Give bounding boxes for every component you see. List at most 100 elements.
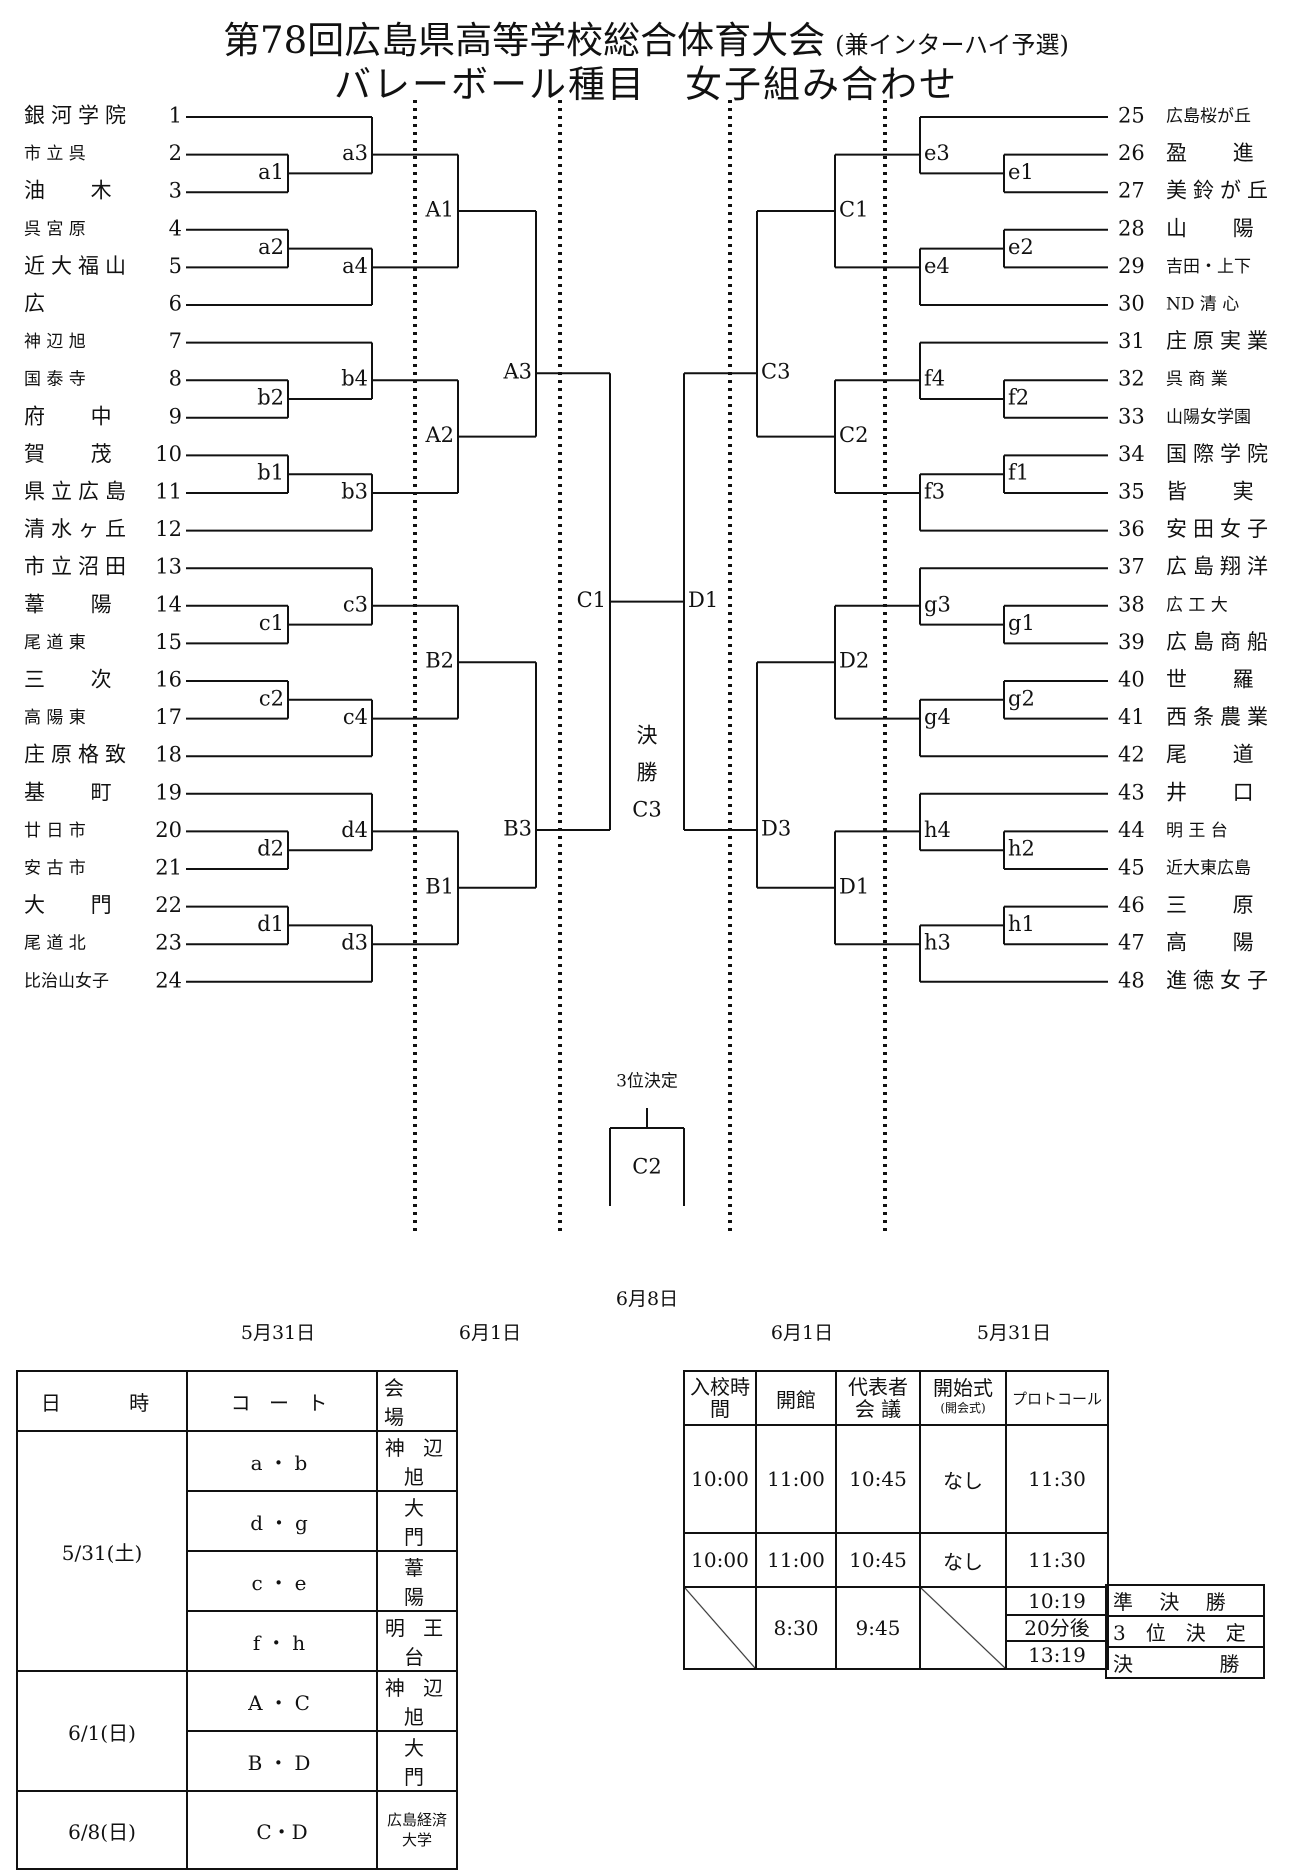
day1-court: a・b xyxy=(186,1430,378,1492)
team-name: 比治山女子 xyxy=(24,971,109,991)
match-label: h4 xyxy=(924,818,951,842)
match-label: h3 xyxy=(924,931,951,955)
date-label: 6月1日 xyxy=(771,1322,833,1344)
day3-open: 8:30 xyxy=(755,1586,837,1670)
seed-number: 8 xyxy=(169,367,182,391)
seed-number: 32 xyxy=(1118,367,1145,391)
seed-number: 4 xyxy=(169,216,182,240)
match-label: e2 xyxy=(1008,235,1034,259)
team-name: 尾 道 xyxy=(1166,743,1260,767)
header-entry: 入校時間 xyxy=(683,1370,757,1426)
team-name: 進徳女子 xyxy=(1166,968,1274,992)
day3-date: 6/8(日) xyxy=(16,1790,188,1870)
header-open: 開館 xyxy=(755,1370,837,1426)
seed-number: 15 xyxy=(155,630,182,654)
date-label: 5月31日 xyxy=(977,1322,1051,1344)
team-name: 賀 茂 xyxy=(24,442,118,466)
day2-date: 6/1(日) xyxy=(16,1670,188,1792)
header-court: コ ー ト xyxy=(186,1370,378,1432)
match-label: B3 xyxy=(503,817,532,841)
match-label: h2 xyxy=(1008,837,1035,861)
team-name: 近大東広島 xyxy=(1166,859,1251,879)
ceremony-label: 開始式 xyxy=(933,1376,993,1400)
team-name: 盈 進 xyxy=(1166,141,1260,165)
day2-open: 11:00 xyxy=(755,1532,837,1588)
final-time: 13:19 xyxy=(1028,1643,1086,1667)
seed-number: 43 xyxy=(1118,780,1145,804)
day3-finals-times: 10:19 20分後 13:19 xyxy=(1005,1586,1109,1670)
team-name: 西条農業 xyxy=(1166,705,1274,729)
day1-entry: 10:00 xyxy=(683,1424,757,1534)
match-label: f3 xyxy=(924,480,945,504)
match-label: g4 xyxy=(924,705,951,729)
team-name: 山 陽 xyxy=(1166,216,1260,240)
date-label: 5月31日 xyxy=(241,1322,315,1344)
third-place-title: 3位決定 xyxy=(616,1072,678,1092)
team-name: 高 陽 東 xyxy=(24,708,86,728)
team-name: 世 羅 xyxy=(1166,668,1260,692)
team-name: 三 次 xyxy=(24,668,118,692)
team-name: 安 古 市 xyxy=(24,859,86,879)
day2-venue: 大 門 xyxy=(376,1730,462,1792)
team-name: 銀河学院 xyxy=(24,104,132,128)
match-label: D1 xyxy=(688,588,718,612)
team-name: 国際学院 xyxy=(1166,442,1274,466)
team-name: 山陽女学園 xyxy=(1166,407,1251,427)
seed-number: 3 xyxy=(169,179,182,203)
team-name: 基 町 xyxy=(24,780,118,804)
day1-open: 11:00 xyxy=(755,1424,837,1534)
team-name: 広 工 大 xyxy=(1166,595,1228,615)
match-label: A1 xyxy=(424,198,454,222)
match-label: d1 xyxy=(257,912,284,936)
day1-date: 5/31(土) xyxy=(16,1430,188,1672)
day3-rep: 9:45 xyxy=(835,1586,921,1670)
team-name: 近大福山 xyxy=(24,254,132,278)
seed-number: 5 xyxy=(169,254,182,278)
team-name: 廿 日 市 xyxy=(24,821,86,841)
date-label: 6月8日 xyxy=(616,1288,678,1310)
ceremony-sub: (開会式) xyxy=(940,1401,986,1415)
seed-number: 46 xyxy=(1118,893,1145,917)
schedule-table-times: 入校時間 開館 代表者会 議 開始式 (開会式) プロトコール 10:00 11… xyxy=(683,1370,1109,1670)
seed-number: 25 xyxy=(1118,104,1145,128)
seed-number: 45 xyxy=(1118,856,1145,880)
match-label: A3 xyxy=(502,360,532,384)
team-name: 井 口 xyxy=(1166,780,1260,804)
match-label: g2 xyxy=(1008,686,1035,710)
final-label: C3 xyxy=(632,798,661,822)
header-ceremony: 開始式 (開会式) xyxy=(919,1370,1007,1426)
seed-number: 21 xyxy=(155,856,182,880)
match-label: c1 xyxy=(259,611,284,635)
team-name: 尾 道 北 xyxy=(24,934,86,954)
schedule-table-venue: 日 時 コ ー ト 会 場 5/31(土) a・b 神 辺 旭 d・g 大 門 … xyxy=(16,1370,462,1870)
match-label: B2 xyxy=(425,649,454,673)
match-label: c4 xyxy=(343,705,368,729)
day2-court: B・D xyxy=(186,1730,378,1792)
match-label: c3 xyxy=(343,592,368,616)
day2-rep: 10:45 xyxy=(835,1532,921,1588)
header-date: 日 時 xyxy=(16,1370,188,1432)
team-name: 葦 陽 xyxy=(24,592,118,616)
header-rep: 代表者会 議 xyxy=(835,1370,921,1426)
seed-number: 40 xyxy=(1118,668,1145,692)
seed-number: 22 xyxy=(155,893,182,917)
match-label: f2 xyxy=(1008,386,1029,410)
seed-number: 12 xyxy=(155,517,182,541)
seed-number: 23 xyxy=(155,931,182,955)
seed-number: 2 xyxy=(169,141,182,165)
team-name: 尾 道 東 xyxy=(24,633,86,653)
day2-court: A・C xyxy=(186,1670,378,1732)
match-label: c2 xyxy=(259,686,284,710)
day1-court: c・e xyxy=(186,1550,378,1612)
seed-number: 33 xyxy=(1118,404,1145,428)
team-name: 府 中 xyxy=(24,404,118,428)
match-label: b2 xyxy=(257,386,284,410)
day1-venue: 葦 陽 xyxy=(376,1550,462,1612)
match-label: e4 xyxy=(924,254,950,278)
match-label: d4 xyxy=(341,818,368,842)
match-label: A2 xyxy=(424,423,454,447)
final-label: 決 勝 xyxy=(1105,1646,1265,1679)
team-name: 高 陽 xyxy=(1166,931,1260,955)
day1-ceremony: なし xyxy=(919,1424,1007,1534)
day2-entry: 10:00 xyxy=(683,1532,757,1588)
